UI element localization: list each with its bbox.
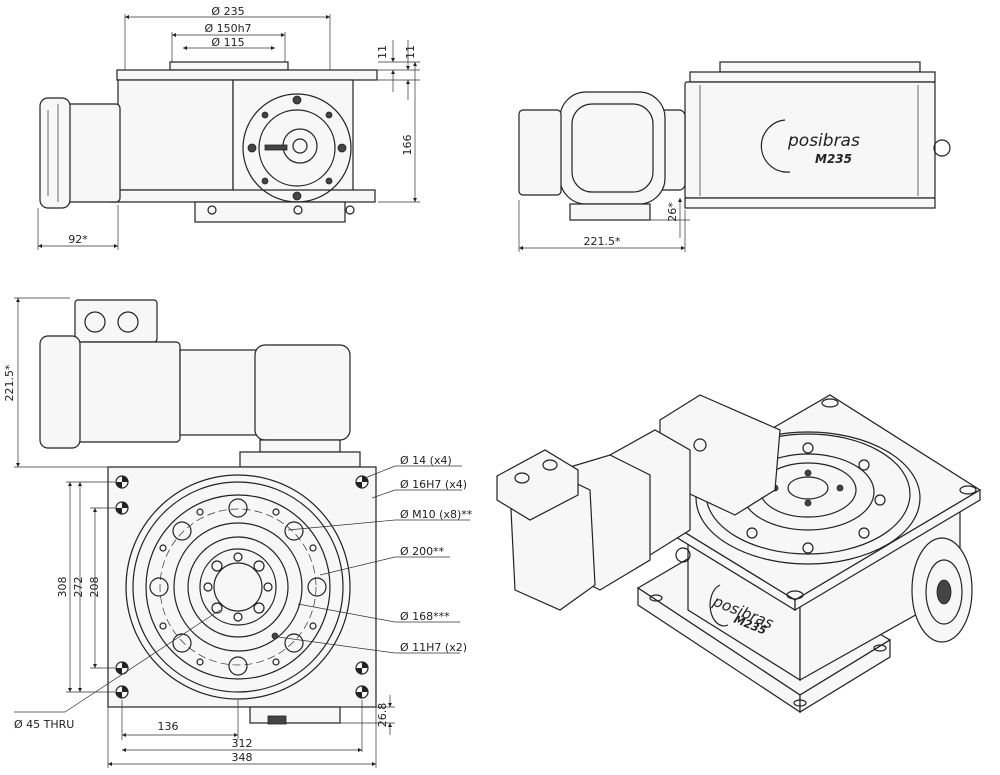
corner-target-br — [355, 661, 369, 675]
dim-11-b: 11 — [404, 45, 417, 59]
callout-dia-14: Ø 14 (x4) — [400, 454, 452, 467]
corner-target-tr — [355, 475, 369, 489]
corner-target-tl — [115, 475, 129, 489]
callout-dia-16h7: Ø 16H7 (x4) — [400, 478, 467, 491]
top-view: 221.5* 308 272 208 136 312 348 26.8 — [3, 297, 473, 768]
dim-136: 136 — [158, 720, 179, 733]
callout-dia-200: Ø 200** — [400, 545, 445, 558]
corner-target-bl2 — [115, 685, 129, 699]
callout-dia-11h7: Ø 11H7 (x2) — [400, 641, 467, 654]
dim-dia-150h7: Ø 150h7 — [204, 22, 251, 35]
side-view: posibras M235 221.5* 26* — [518, 61, 951, 252]
front-view: Ø 235 Ø 150h7 Ø 115 — [37, 5, 420, 250]
corner-target-br2 — [355, 685, 369, 699]
dim-308: 308 — [56, 577, 69, 598]
dim-208: 208 — [88, 577, 101, 598]
corner-target-ml — [115, 501, 129, 515]
dim-11-a: 11 — [376, 45, 389, 59]
callout-m10: Ø M10 (x8)** — [400, 508, 473, 521]
dim-166: 166 — [401, 135, 414, 156]
side-dim-width: 221.5* — [584, 235, 621, 248]
side-dim-height: 26* — [666, 202, 679, 222]
dim-dia-235: Ø 235 — [211, 5, 244, 18]
dim-26-8: 26.8 — [376, 703, 389, 728]
dim-221-5: 221.5* — [3, 364, 16, 401]
dim-348: 348 — [232, 751, 253, 764]
dim-dia-115: Ø 115 — [211, 36, 244, 49]
side-logo-brand: posibras — [787, 131, 860, 151]
callout-dia-168: Ø 168*** — [400, 610, 450, 623]
iso-view: posibras M235 — [496, 394, 982, 714]
callout-dia-45-thru: Ø 45 THRU — [14, 718, 74, 731]
dim-312: 312 — [232, 737, 253, 750]
dim-272: 272 — [72, 577, 85, 598]
side-logo-model: M235 — [815, 152, 852, 166]
corner-target-bl — [115, 661, 129, 675]
dim-92: 92* — [68, 233, 88, 246]
